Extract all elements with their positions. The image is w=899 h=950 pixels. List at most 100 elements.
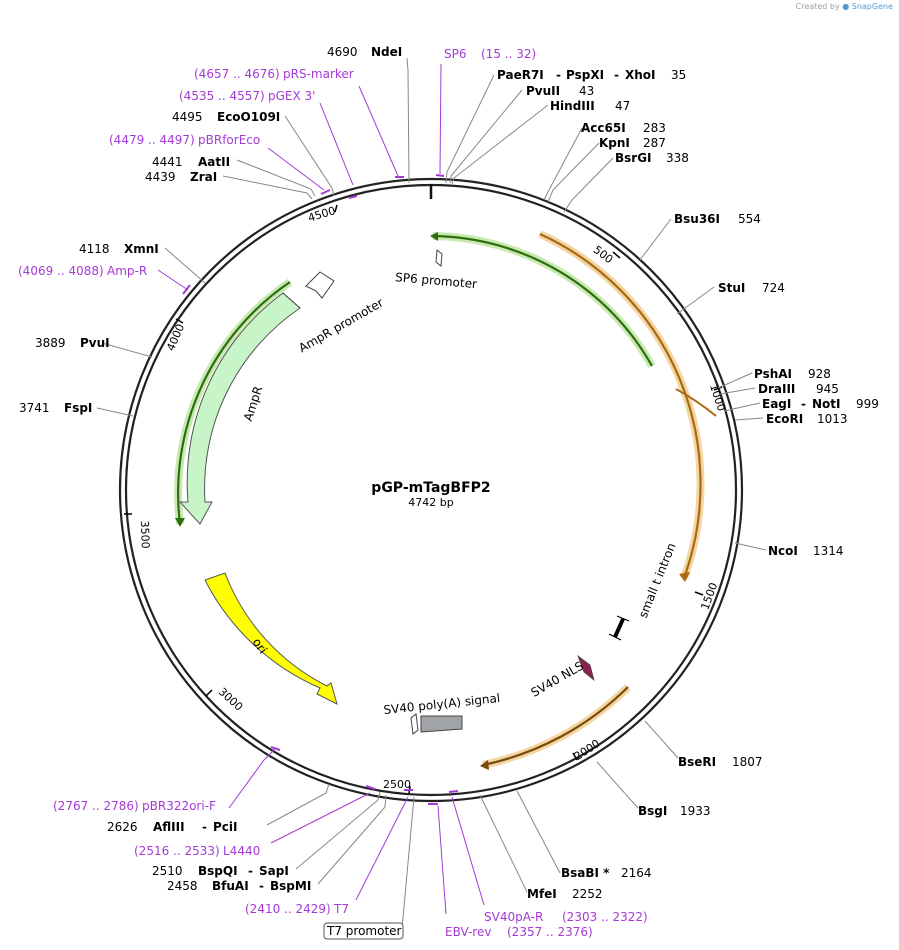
- t7-promoter-label-box[interactable]: T7 promoter: [323, 922, 404, 940]
- primer-t7[interactable]: (2410 .. 2429) T7: [245, 902, 349, 916]
- enzyme-sep: -: [614, 68, 619, 82]
- enzyme-pos: 2458: [167, 879, 198, 893]
- primer-range: (4535 .. 4557): [179, 89, 265, 103]
- enzyme-pvui[interactable]: 3889 PvuI: [35, 336, 110, 350]
- primer-pbr322ori-f[interactable]: (2767 .. 2786) pBR322ori-F: [53, 799, 216, 813]
- primer-sv40pa-r[interactable]: SV40pA-R (2303 .. 2322): [484, 910, 648, 924]
- enzyme-stui[interactable]: StuI 724: [718, 281, 785, 295]
- enzyme-name: EagI: [762, 397, 791, 411]
- enzyme-pos: 283: [643, 121, 666, 135]
- t7-promoter-label: T7 promoter: [326, 924, 402, 938]
- primer-sp6[interactable]: SP6 (15 .. 32): [444, 47, 536, 61]
- enzyme-pshai[interactable]: PshAI 928: [754, 367, 831, 381]
- enzyme-zrai[interactable]: 4439 ZraI: [145, 170, 217, 184]
- green-cds2-arc: [177, 281, 291, 525]
- enzyme-name: FspI: [64, 401, 92, 415]
- primer-pgex-3[interactable]: (4535 .. 4557) pGEX 3': [179, 89, 315, 103]
- enzyme-draiii[interactable]: DraIII 945: [758, 382, 839, 396]
- enzyme-pos: 2510: [152, 864, 183, 878]
- enzyme-name: HindIII: [550, 99, 595, 113]
- enzyme-name2: PciI: [213, 820, 238, 834]
- enzyme-bsgi[interactable]: BsgI 1933: [638, 804, 711, 818]
- enzyme-pos: 928: [808, 367, 831, 381]
- enzyme-aatii[interactable]: 4441 AatII: [152, 155, 230, 169]
- enzyme-mfei[interactable]: MfeI 2252: [527, 887, 603, 901]
- primer-name: SV40pA-R: [484, 910, 543, 924]
- enzyme-name: StuI: [718, 281, 745, 295]
- primer-name: pRS-marker: [283, 67, 354, 81]
- enzyme-name: BsrGI: [615, 151, 652, 165]
- enzyme-name2: SapI: [259, 864, 289, 878]
- primer-range: (2516 .. 2533): [134, 844, 220, 858]
- enzyme-name: EcoO109I: [217, 110, 280, 124]
- enzyme-bsrgi[interactable]: BsrGI 338: [615, 151, 689, 165]
- enzyme-afliii-pcii[interactable]: 2626 AflIII - PciI: [107, 820, 238, 834]
- primer-prs-marker[interactable]: (4657 .. 4676) pRS-marker: [194, 67, 354, 81]
- sv40-nls-label: SV40 NLS: [528, 659, 585, 700]
- enzyme-name: AatII: [198, 155, 230, 169]
- enzyme-pos: 4690: [327, 45, 358, 59]
- sp6-promoter-label: SP6 promoter: [395, 270, 478, 291]
- enzyme-paer7i-pspxi-xhoi[interactable]: PaeR7I - PspXI - XhoI 35: [497, 68, 686, 82]
- orange-cds-arrowhead: [679, 572, 690, 582]
- sv40-polya-label: SV40 poly(A) signal: [383, 691, 501, 717]
- backbone: [118, 177, 744, 803]
- enzyme-pos: 724: [762, 281, 785, 295]
- enzyme-name3: XhoI: [625, 68, 656, 82]
- primer-range: (2410 .. 2429): [245, 902, 331, 916]
- enzyme-acc65i[interactable]: Acc65I 283: [581, 121, 666, 135]
- enzyme-pvuii[interactable]: PvuII 43: [526, 84, 594, 98]
- enzyme-bseri[interactable]: BseRI 1807: [678, 755, 763, 769]
- enzyme-pos: 47: [615, 99, 630, 113]
- primer-amp-r[interactable]: (4069 .. 4088) Amp-R: [18, 264, 147, 278]
- enzyme-pos: 338: [666, 151, 689, 165]
- enzyme-pos: 1013: [817, 412, 848, 426]
- snapgene-credit: Created by ● SnapGene: [796, 2, 893, 11]
- enzyme-name: PvuI: [80, 336, 110, 350]
- enzyme-ndei[interactable]: 4690 NdeI: [327, 45, 402, 59]
- primer-l4440[interactable]: (2516 .. 2533) L4440: [134, 844, 260, 858]
- tick-3500: 3500: [138, 520, 152, 548]
- orange-cds2-glow: [482, 684, 631, 769]
- enzyme-name: AflIII: [153, 820, 185, 834]
- primer-pbrforeco[interactable]: (4479 .. 4497) pBRforEco: [109, 133, 260, 147]
- enzyme-ecori[interactable]: EcoRI 1013: [766, 412, 848, 426]
- snapgene-logo-icon: ●: [842, 2, 850, 11]
- enzyme-bfuai-bspmi[interactable]: 2458 BfuAI - BspMI: [167, 879, 311, 893]
- enzyme-name2: PspXI: [566, 68, 604, 82]
- enzyme-name: PshAI: [754, 367, 792, 381]
- orange-cds-arc: [539, 233, 702, 579]
- credit-prefix: Created by: [795, 2, 840, 11]
- primer-ebv-rev[interactable]: EBV-rev (2357 .. 2376): [445, 925, 593, 939]
- enzyme-ncoi[interactable]: NcoI 1314: [768, 544, 844, 558]
- small-t-intron-label: small t intron: [636, 541, 679, 620]
- green-cds2-arrowhead: [175, 518, 185, 527]
- enzyme-pos: 287: [643, 136, 666, 150]
- enzyme-pos: 4441: [152, 155, 183, 169]
- ori-shape: [204, 572, 338, 705]
- enzyme-name: Acc65I: [581, 121, 626, 135]
- primer-range: (15 .. 32): [481, 47, 536, 61]
- small-t-intron-shape: [608, 615, 630, 641]
- enzyme-ecoo109i[interactable]: 4495 EcoO109I: [172, 110, 280, 124]
- primer-range: (2303 .. 2322): [562, 910, 648, 924]
- enzyme-eagi-noti[interactable]: EagI - NotI 999: [762, 397, 879, 411]
- enzyme-pos: 4495: [172, 110, 203, 124]
- enzyme-bsabi[interactable]: BsaBI * 2164: [561, 866, 652, 880]
- enzyme-hindiii[interactable]: HindIII 47: [550, 99, 630, 113]
- enzyme-pos: 1933: [680, 804, 711, 818]
- primer-leader-lines: [157, 63, 485, 915]
- green-cds-arc: [432, 234, 653, 367]
- enzyme-name: MfeI: [527, 887, 557, 901]
- enzyme-sep: -: [556, 68, 561, 82]
- enzyme-bsu36i[interactable]: Bsu36I 554: [674, 212, 761, 226]
- enzyme-fspi[interactable]: 3741 FspI: [19, 401, 92, 415]
- enzyme-bspqi-sapi[interactable]: 2510 BspQI - SapI: [152, 864, 289, 878]
- enzyme-pos: 3889: [35, 336, 66, 350]
- enzyme-kpni[interactable]: KpnI 287: [599, 136, 666, 150]
- enzyme-pos: 4118: [79, 242, 110, 256]
- primer-name: T7: [333, 902, 349, 916]
- enzyme-name: ZraI: [190, 170, 217, 184]
- enzyme-xmni[interactable]: 4118 XmnI: [79, 242, 159, 256]
- primer-labels: SP6 (15 .. 32) (4657 .. 4676) pRS-marker…: [18, 47, 648, 939]
